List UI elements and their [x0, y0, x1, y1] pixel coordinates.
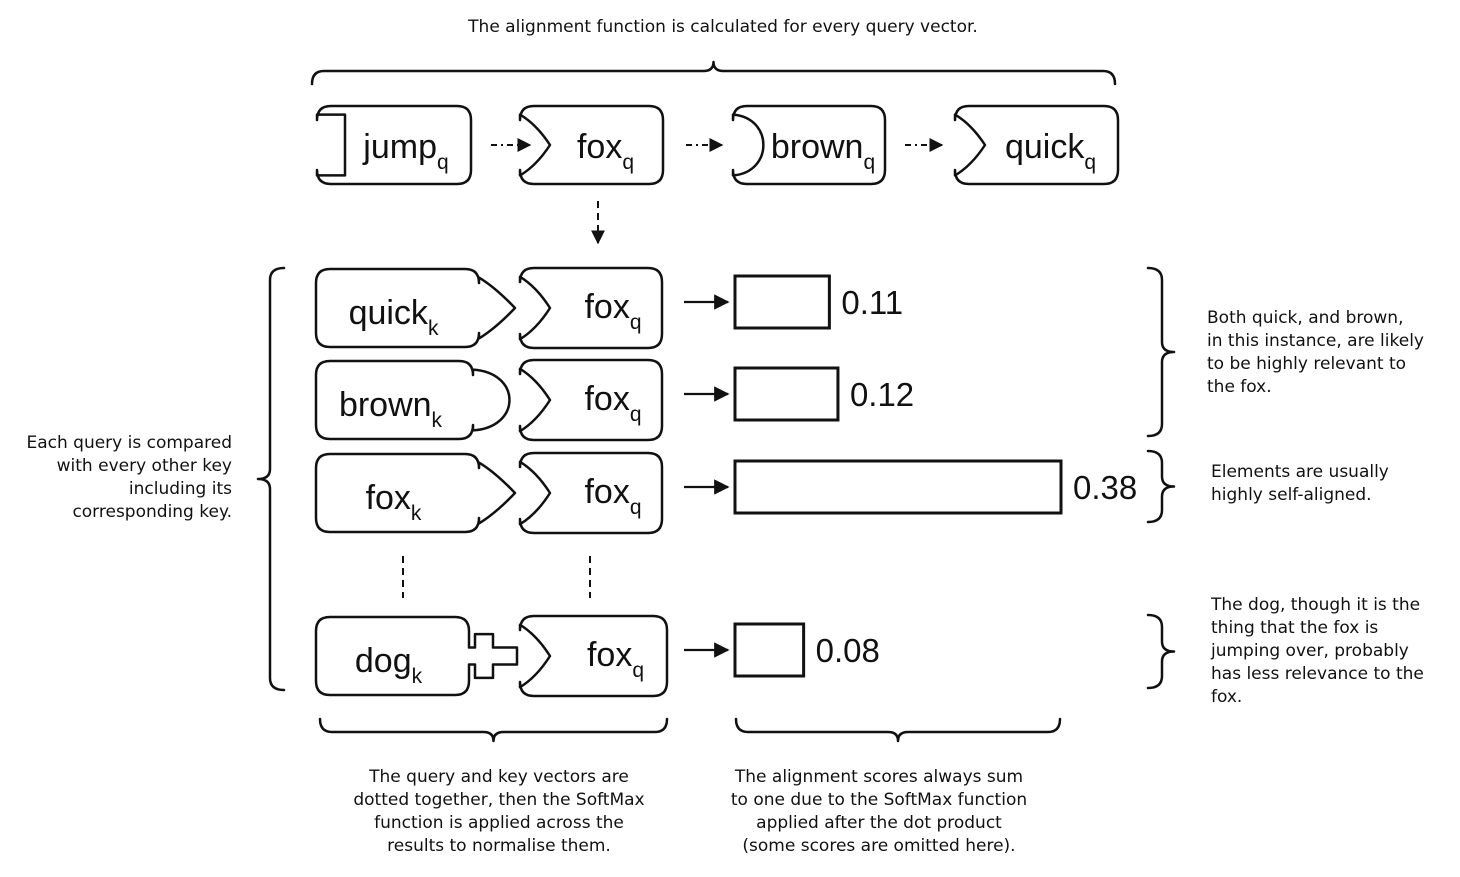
row-key-label-dog: dogk — [355, 642, 423, 688]
row-key-label-quick: quickk — [349, 294, 439, 340]
braces-layer — [256, 60, 1176, 743]
score-label-quick: 0.11 — [841, 284, 903, 321]
query-token-jump — [315, 104, 473, 186]
top-brace — [310, 60, 1117, 86]
score-label-brown: 0.12 — [850, 376, 914, 413]
score-bar-brown — [733, 366, 840, 422]
bottom-annotation-sum-to-one: The alignment scores always sum to one d… — [730, 767, 1028, 856]
right-brace-dog — [1146, 613, 1176, 690]
score-bars-layer: 0.11 0.12 0.38 0.08 — [733, 274, 1137, 678]
row-query-label-1: foxq — [584, 288, 641, 334]
bottom-brace-scores — [734, 717, 1062, 743]
query-label-jump: jumpq — [362, 128, 448, 174]
right-brace-relevance — [1146, 266, 1176, 438]
score-label-dog: 0.08 — [816, 632, 880, 669]
top-annotation: The alignment function is calculated for… — [468, 17, 978, 37]
query-token-brown — [731, 104, 887, 186]
query-token-fox — [518, 104, 665, 186]
bottom-brace-dot-product — [318, 717, 669, 743]
row-key-label-fox: foxk — [366, 479, 422, 525]
right-brace-self-aligned — [1146, 449, 1176, 524]
row-key-token-brown — [314, 359, 511, 441]
row-query-label-4: foxq — [587, 636, 644, 682]
query-label-quick: quickq — [1005, 128, 1096, 174]
row-key-token-quick — [314, 267, 517, 349]
row-query-token-1 — [518, 266, 664, 350]
tokens-layer: jumpq foxq brownq quickq foxq quickk foxq brown… — [314, 104, 1120, 698]
score-label-fox: 0.38 — [1073, 469, 1137, 506]
bottom-annotation-dot-product: The query and key vectors are dotted tog… — [353, 767, 645, 856]
query-token-quick — [953, 104, 1120, 186]
score-bar-dog — [733, 622, 806, 678]
left-annotation: Each query is compared with every other … — [26, 433, 232, 522]
right-annotation-relevance: Both quick, and brown, in this instance,… — [1207, 308, 1424, 397]
row-key-token-dog — [314, 615, 519, 697]
right-annotation-self-aligned: Elements are usually highly self-aligned… — [1211, 462, 1389, 505]
row-key-token-fox — [314, 452, 517, 534]
left-brace — [256, 266, 286, 692]
right-annotation-dog: The dog, though it is the thing that the… — [1211, 595, 1424, 707]
row-query-token-4 — [518, 614, 669, 698]
row-query-token-3 — [518, 451, 664, 535]
row-key-label-brown: brownk — [339, 386, 443, 432]
connectors-layer — [402, 138, 944, 658]
query-label-brown: brownq — [771, 128, 875, 174]
row-query-label-2: foxq — [584, 380, 641, 426]
query-label-fox: foxq — [577, 128, 634, 174]
score-bar-fox — [733, 459, 1063, 515]
row-query-label-3: foxq — [584, 473, 641, 519]
score-bar-quick — [733, 274, 831, 330]
row-query-token-2 — [518, 358, 664, 442]
